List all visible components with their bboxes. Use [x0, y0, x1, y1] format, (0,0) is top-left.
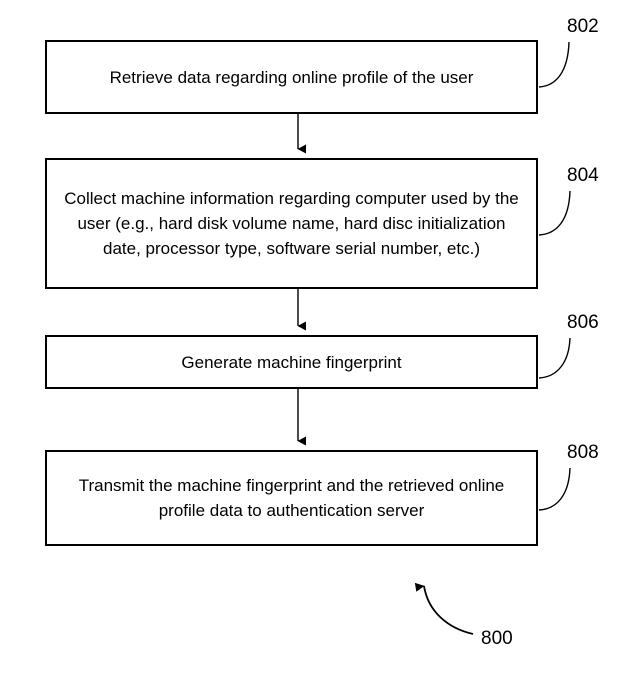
process-box-806[interactable]: Generate machine fingerprint — [45, 335, 538, 389]
leader-line-808 — [538, 467, 571, 511]
reference-numeral-808: 808 — [567, 442, 599, 463]
reference-numeral-800: 800 — [481, 628, 513, 649]
reference-numeral-806: 806 — [567, 312, 599, 333]
process-box-808[interactable]: Transmit the machine fingerprint and the… — [45, 450, 538, 546]
process-box-806-label: Generate machine fingerprint — [181, 352, 402, 372]
process-box-808-label: Transmit the machine fingerprint and the… — [78, 476, 505, 520]
process-box-804-label: Collect machine information regarding co… — [64, 189, 519, 258]
reference-numeral-804: 804 — [567, 165, 599, 186]
leader-line-802 — [538, 41, 570, 88]
reference-numeral-802: 802 — [567, 16, 599, 37]
leader-line-806 — [538, 337, 571, 379]
process-box-804[interactable]: Collect machine information regarding co… — [45, 158, 538, 289]
leader-line-804 — [538, 190, 571, 236]
leader-arrow-800 — [414, 582, 474, 635]
process-box-802-label: Retrieve data regarding online profile o… — [109, 67, 474, 87]
process-box-802[interactable]: Retrieve data regarding online profile o… — [45, 40, 538, 114]
